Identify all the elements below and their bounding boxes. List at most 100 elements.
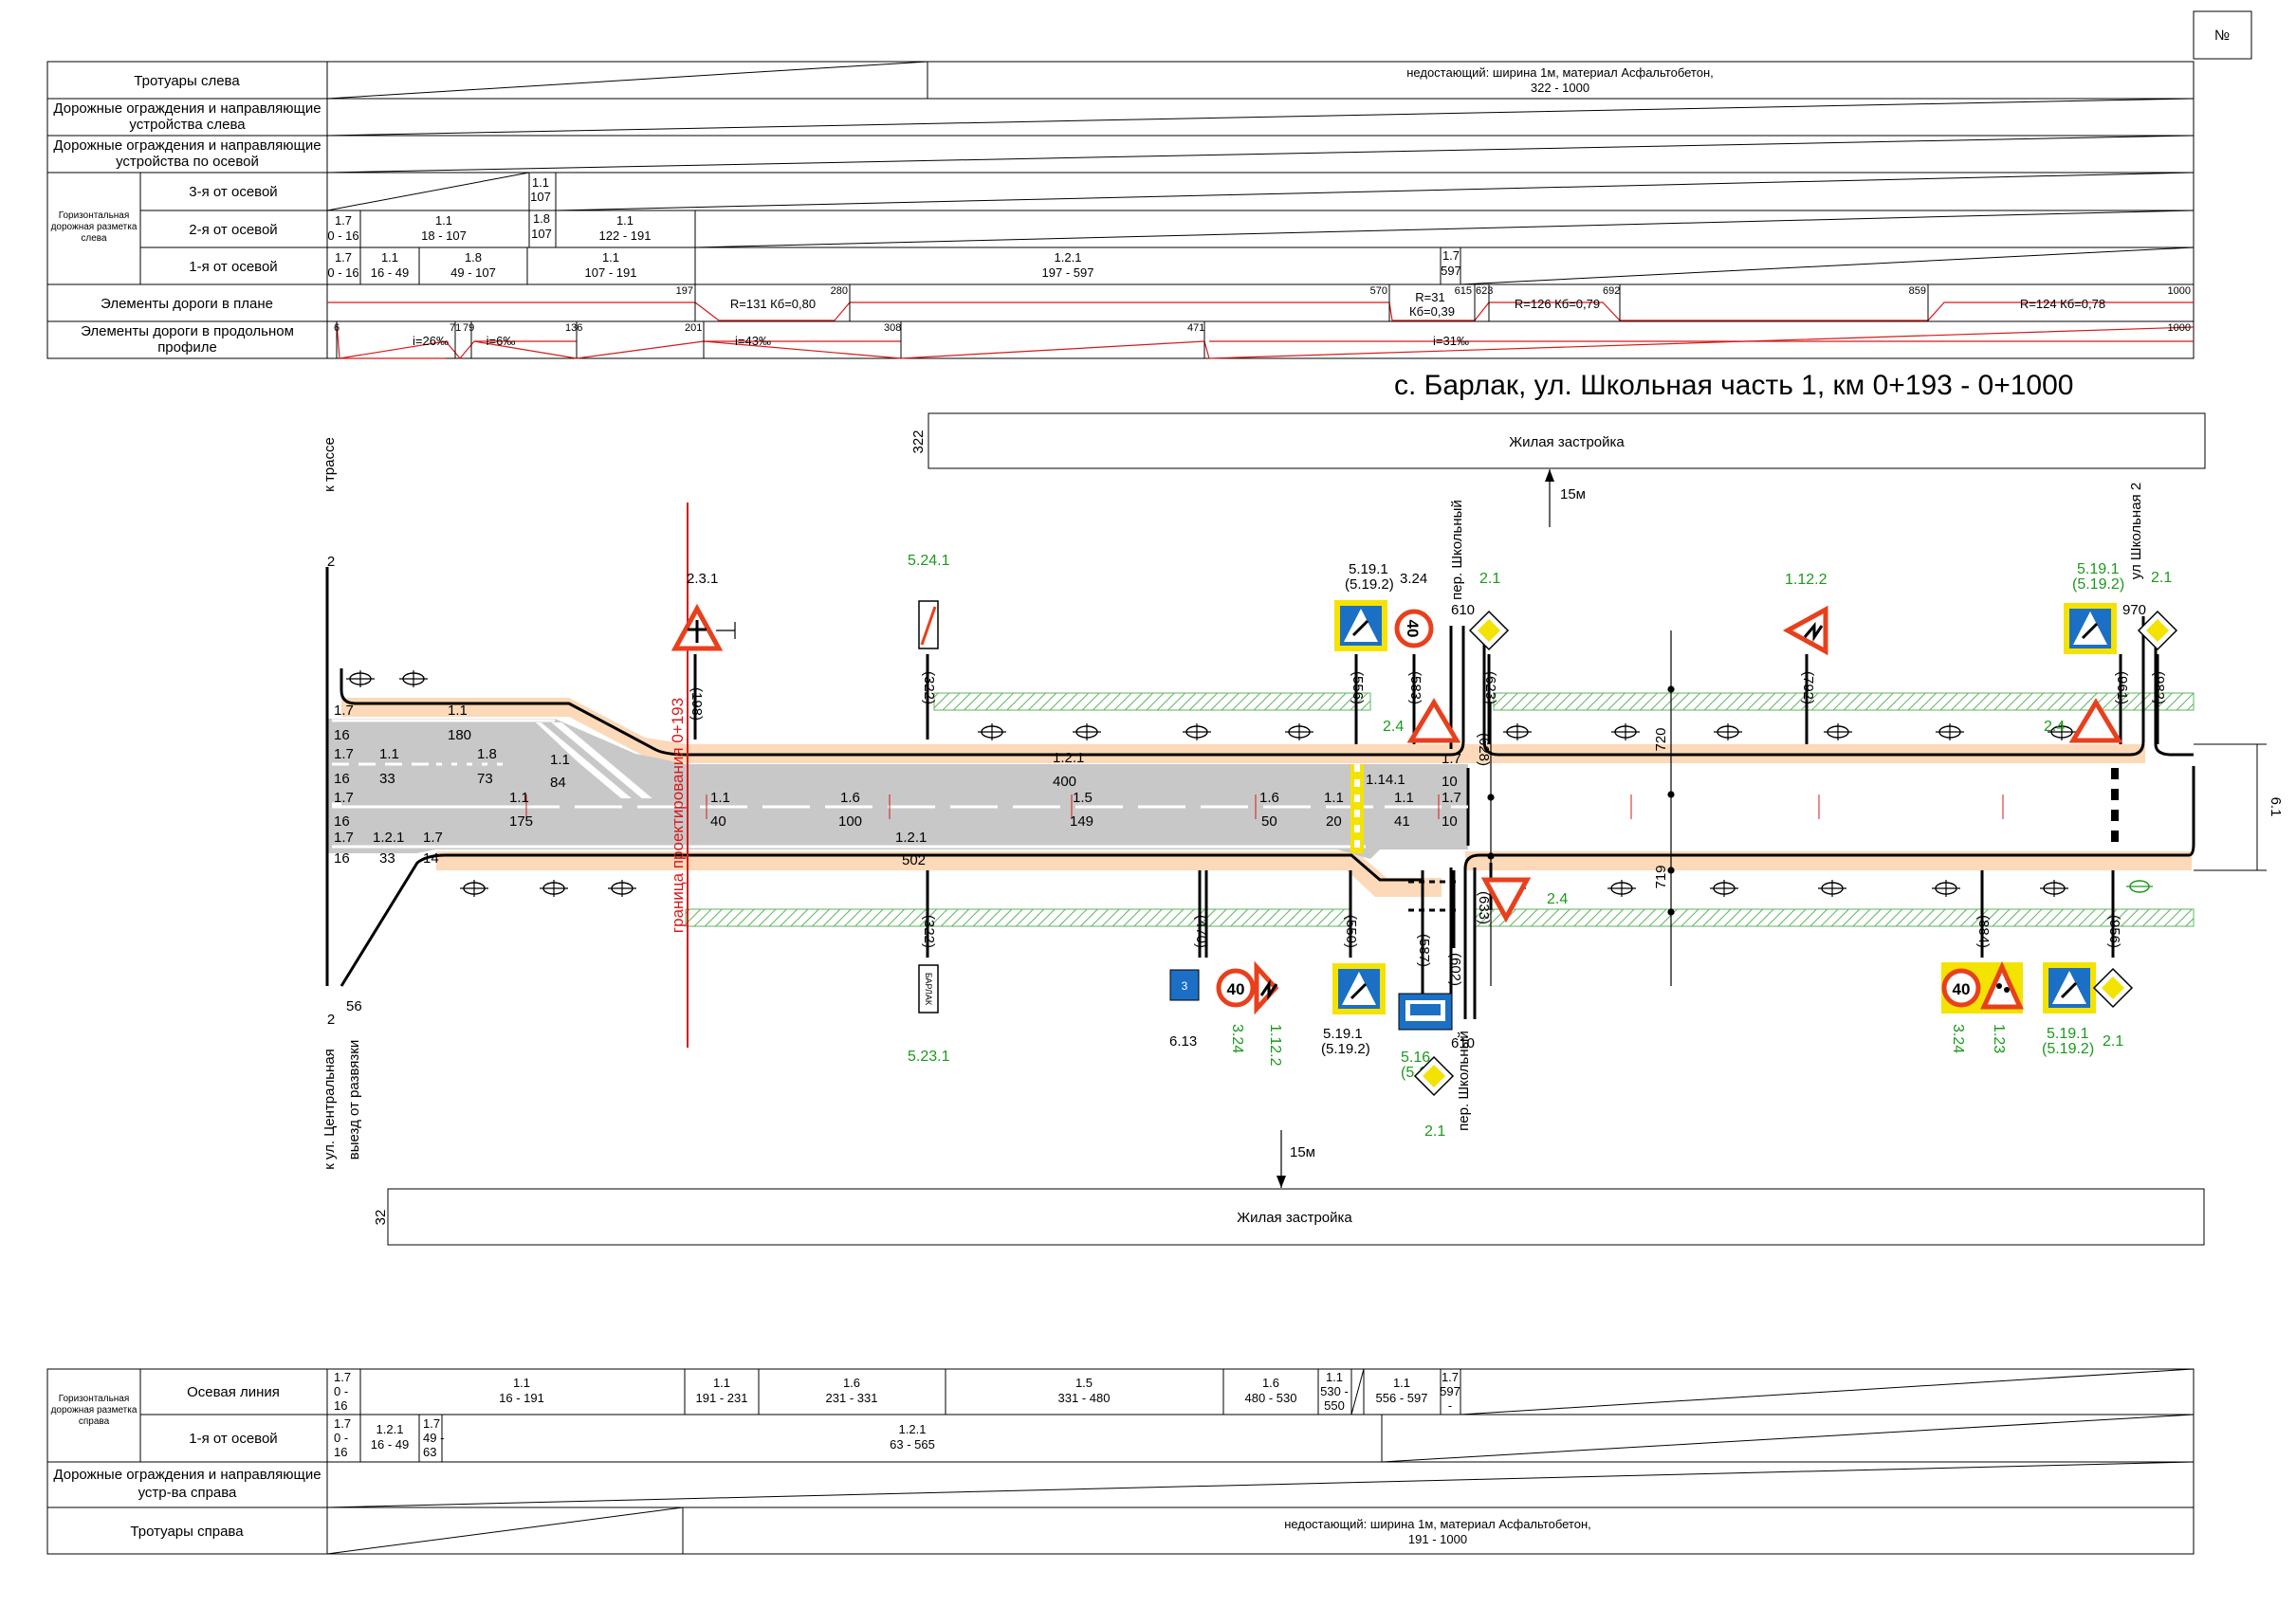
- boundary-label: граница проектирования 0+193: [669, 698, 687, 933]
- sidewalk-right-range: 191 - 1000: [1408, 1532, 1467, 1546]
- picket-label: (602): [1447, 953, 1463, 986]
- profile-row-graph: [336, 321, 2195, 359]
- sign-label: 5.19.1: [2047, 1026, 2089, 1042]
- lamp-green-icon: [2126, 880, 2153, 893]
- lane1-cell-code: 1.1: [602, 250, 619, 265]
- picket-label: (792): [1800, 671, 1816, 704]
- picket-label: (587): [1416, 934, 1432, 967]
- mark-code: 1.2.1: [895, 830, 927, 846]
- row-label-profile: Элементы дороги в продольном профиле: [81, 323, 294, 356]
- lane3-cell-range: 107: [530, 190, 551, 204]
- picket-56: 56: [346, 998, 362, 1014]
- building-bottom-num: 32: [373, 1210, 389, 1226]
- lane1r-cell-range: 0 -: [334, 1431, 348, 1445]
- sign-give-way-icon: [1406, 698, 1461, 743]
- picket-label: (956): [2106, 915, 2122, 948]
- mark-code: 1.1: [1324, 790, 1344, 806]
- axis-cell-code: 1.1: [1326, 1370, 1343, 1384]
- lane1r-cell-range: 49 -: [423, 1431, 444, 1445]
- mark-length: 40: [710, 813, 726, 830]
- plan-row-dividers: [694, 284, 1929, 321]
- profile-mark: 201: [685, 322, 702, 334]
- mark-length: 175: [509, 813, 533, 830]
- sign-dangerous-curve-icon: [1782, 605, 1828, 744]
- mark-length: 20: [1326, 813, 1342, 830]
- profile-mark: 471: [1187, 322, 1204, 334]
- row-label-axis: Осевая линия: [187, 1384, 280, 1400]
- lamp-icon: [1607, 879, 1637, 898]
- page-title: с. Барлак, ул. Школьная часть 1, км 0+19…: [1394, 370, 2073, 401]
- lamp-icon: [977, 722, 1007, 741]
- picket-label: (198): [689, 687, 705, 721]
- plan-mark: 280: [831, 285, 848, 297]
- sign-main-road-icon: [2137, 610, 2178, 744]
- lane1-cell-code: 1.7: [335, 250, 352, 265]
- taper-hatching: [536, 722, 654, 798]
- row-label-lane3: 3-я от осевой: [189, 184, 277, 200]
- mark-length: 16: [334, 771, 350, 787]
- mark-code: 1.14.1: [1366, 772, 1405, 788]
- building-top-label: Жилая застройка: [1509, 434, 1625, 450]
- sign-label: 5.19.1: [2077, 561, 2120, 577]
- row-label-plan: Элементы дороги в плане: [101, 296, 273, 312]
- mark-length: 10: [1442, 774, 1458, 790]
- sign-speed-limit-icon: 40: [1216, 968, 1256, 1008]
- mark-code: 1.1: [550, 752, 570, 768]
- dim-intersection: [1487, 702, 1495, 986]
- lane1-cell-code: 1.1: [381, 250, 398, 265]
- sign-crosswalk-icon: [1332, 870, 1386, 1014]
- lamp-icon: [1931, 879, 1961, 898]
- dim-719-label: 719: [1653, 865, 1669, 888]
- top-table-labels: Тротуары слева Дорожные ограждения и нап…: [51, 65, 2191, 356]
- axis-cell-range: 530 -: [1320, 1384, 1349, 1398]
- mark-length: 16: [334, 727, 350, 743]
- lane2-cell-code: 1.1: [435, 213, 452, 228]
- lane1-cell-range: 107 - 191: [585, 265, 637, 280]
- axis-cell-code: 1.7: [1442, 1370, 1459, 1384]
- sign-label: 5.19.1: [1349, 561, 1388, 577]
- width-dimension: 6.1: [2194, 743, 2284, 871]
- picket-label: (583): [1407, 671, 1424, 704]
- km-number: 3: [1182, 979, 1188, 993]
- profile-mark: 79: [463, 322, 474, 334]
- sign-label: (5.19.2): [1321, 1041, 1370, 1057]
- mark-code: 1.5: [1073, 790, 1093, 806]
- lamp-icon: [1610, 722, 1641, 741]
- profile-slope: i=31‰: [1433, 334, 1469, 348]
- sign-give-way-icon: [1480, 863, 1532, 923]
- profile-mark: 136: [565, 322, 582, 334]
- mark-code: 1.7: [334, 703, 354, 719]
- lamp-icon: [2039, 879, 2069, 898]
- sign-label: 5.19.1: [1323, 1026, 1363, 1042]
- lamp-icon: [1502, 722, 1533, 741]
- settlement-name: БАРЛАК: [924, 973, 933, 1006]
- lane2-cell-code: 1.8: [533, 211, 550, 226]
- axis-cell-range: 16 - 191: [499, 1391, 544, 1405]
- row-label-barriers-right: Дорожные ограждения и направляющие устр-…: [53, 1467, 321, 1501]
- page-number-label: №: [2214, 27, 2230, 44]
- street-shkolnaya2: ул Школьная 2: [2128, 483, 2144, 579]
- lane2-cell-range: 0 - 16: [327, 228, 358, 243]
- bottom-table: [46, 1368, 2195, 1555]
- row-label-lane1: 1-я от осевой: [189, 259, 277, 275]
- sign-label: 5.23.1: [908, 1049, 950, 1065]
- speed-value: 40: [1953, 980, 1971, 998]
- exit-label: выезд от развязки: [346, 1040, 362, 1160]
- sign-label: 2.4: [2044, 719, 2065, 735]
- page-number-box: №: [2193, 10, 2252, 60]
- mark-code: 1.1: [448, 703, 468, 719]
- sign-km-post-icon: 3: [1169, 870, 1202, 1001]
- mark-length: 16: [334, 850, 350, 867]
- sign-speed-limit-icon: 40: [1394, 609, 1434, 744]
- top-table: [46, 61, 2195, 359]
- sign-main-road-icon: [1413, 1055, 1455, 1097]
- lamp-icon: [1709, 879, 1739, 898]
- lane1-cell-range: 197 - 597: [1042, 265, 1094, 280]
- row-label-barriers-axis: Дорожные ограждения и направляющие устро…: [53, 137, 321, 170]
- plan-mark: 859: [1909, 285, 1926, 297]
- sign-bus-stop-icon: [1398, 870, 1453, 1031]
- mark-code: 1.7: [334, 790, 354, 806]
- lane1r-cell-code: 1.2.1: [899, 1422, 927, 1436]
- mark-code: 1.7: [1442, 790, 1461, 806]
